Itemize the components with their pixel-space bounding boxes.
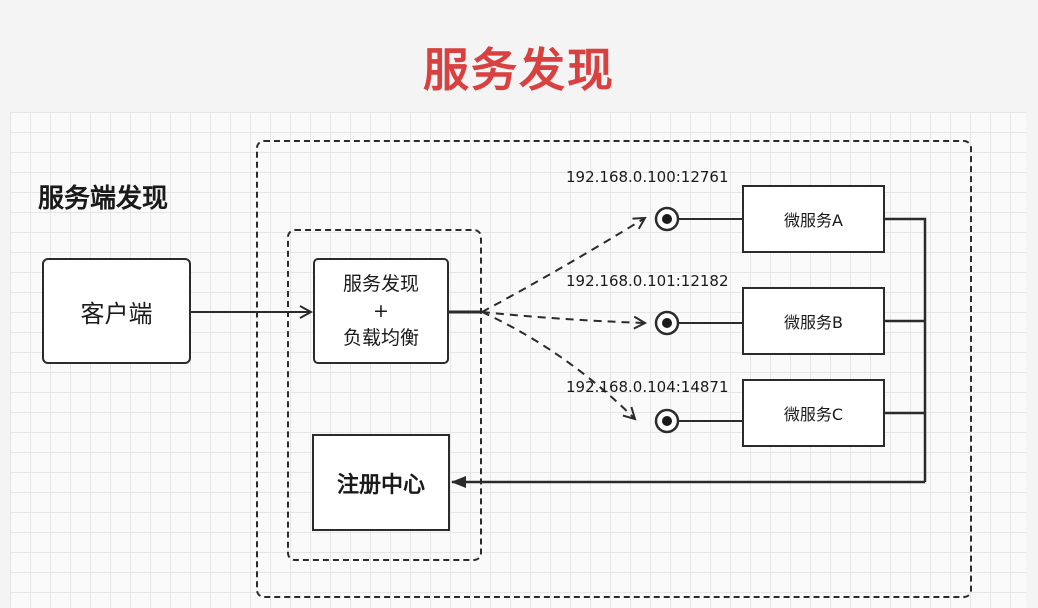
section-label: 服务端发现: [38, 184, 169, 214]
gateway-boundary: [287, 229, 482, 561]
discovery-load-balancer-node: 服务发现 + 负载均衡: [313, 258, 449, 364]
registry-node: 注册中心: [312, 434, 450, 531]
client-node: 客户端: [42, 258, 191, 364]
page-title: 服务发现: [423, 43, 615, 97]
address-a-label: 192.168.0.100:12761: [566, 168, 729, 186]
registration-bus: [885, 217, 927, 482]
address-c-label: 192.168.0.104:14871: [566, 378, 729, 396]
service-c-node: 微服务C: [742, 379, 885, 447]
server-side-boundary: [256, 140, 972, 598]
endpoint-a-icon: [654, 206, 680, 232]
endpoint-b-icon: [654, 310, 680, 336]
route-to-b-arrow: [481, 311, 645, 323]
lb-label-line3: 负载均衡: [342, 326, 419, 349]
service-b-node: 微服务B: [742, 287, 885, 355]
lb-label-plus: +: [373, 299, 389, 322]
lb-label-line1: 服务发现: [342, 272, 419, 295]
address-b-label: 192.168.0.101:12182: [566, 272, 729, 290]
endpoint-c-icon: [654, 408, 680, 434]
service-a-node: 微服务A: [742, 185, 885, 253]
route-to-a-arrow: [481, 218, 645, 313]
route-to-c-arrow: [481, 311, 635, 419]
